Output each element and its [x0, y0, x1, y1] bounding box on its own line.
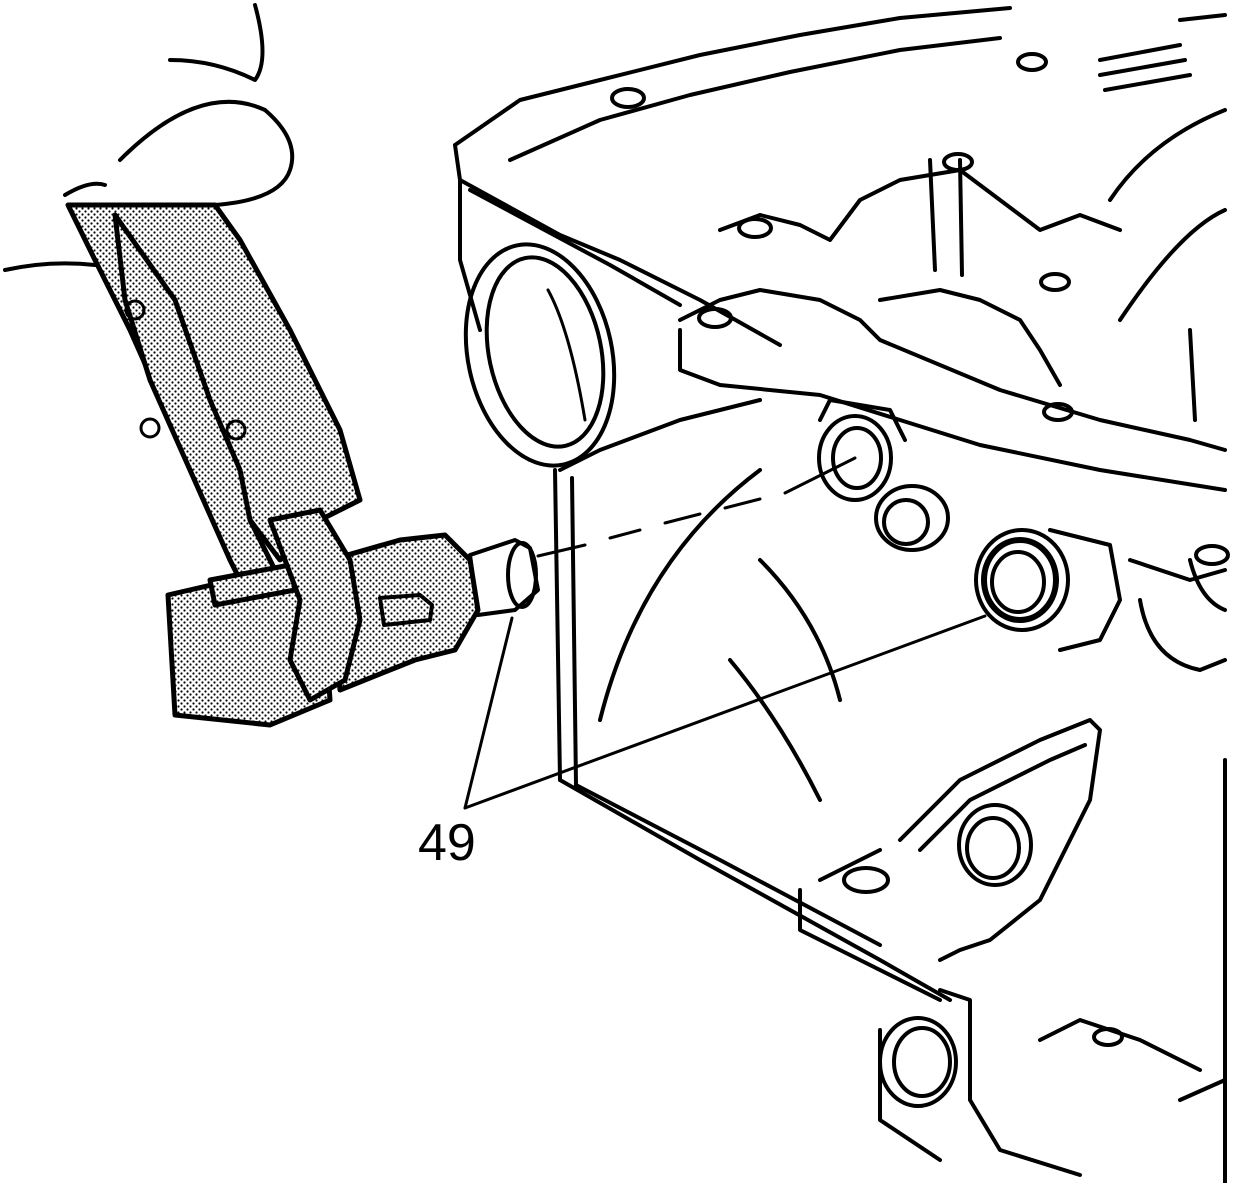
face-web-curve [558, 398, 762, 722]
front-face-left-edge [553, 468, 578, 787]
leader-lines [463, 456, 987, 810]
sensor-port-upper-outer [817, 414, 893, 502]
block-top-rim-inner [508, 36, 1002, 162]
deck-ribbing [1098, 13, 1227, 92]
face-rib-curve [728, 558, 842, 802]
right-flange [1128, 558, 1227, 672]
lower-ear-inner [918, 743, 1087, 852]
deck-pillar [928, 158, 964, 277]
leader-to-probe [463, 616, 514, 810]
upper-deck-frame [678, 288, 1227, 452]
block-front-upper-edge [458, 178, 682, 332]
small-boss-outer [874, 484, 950, 552]
alignment-line-upper [536, 456, 857, 558]
bottom-hole-right [1092, 1027, 1124, 1047]
hand-outline [3, 3, 295, 272]
deck-hole-5 [1039, 272, 1071, 292]
ear-lower-edge [798, 848, 942, 1002]
plier-jaw [267, 507, 363, 703]
rivet-1 [124, 299, 146, 321]
port-lower-boss [1048, 528, 1122, 652]
bottom-boss-inner [892, 1026, 952, 1098]
flange-hole-right [1194, 544, 1230, 566]
deck-hole-2 [737, 217, 773, 239]
sensor-port-lower-ring [981, 537, 1059, 623]
bottom-flange [878, 988, 1227, 1177]
deck-hole-1 [610, 87, 646, 109]
leader-to-port [463, 614, 987, 810]
bore-detail [546, 288, 587, 422]
deck-hole-6 [1042, 402, 1074, 422]
deck-right-curve [1108, 108, 1227, 422]
sensor-port-lower-inner [990, 550, 1046, 614]
deck-hole-7 [1016, 52, 1048, 72]
lower-ear [898, 718, 1102, 962]
deck-hole-3 [697, 307, 733, 329]
bore-inner [484, 255, 606, 449]
technician-hand [3, 3, 295, 272]
sensor-port-upper-inner [831, 426, 883, 490]
callout-49: 49 [418, 814, 476, 872]
bottom-boss-outer [878, 1016, 958, 1108]
upper-deck-frame-2 [678, 328, 1227, 492]
small-boss-inner [882, 498, 930, 546]
sensor-probe-end [506, 541, 538, 609]
rivet-2 [139, 417, 161, 439]
sensor-probe-tip [468, 538, 540, 617]
bore-outer [463, 242, 617, 468]
port-upper-boss [818, 398, 907, 442]
engine-block [453, 6, 1230, 1183]
sensor-tool-assembly [65, 202, 540, 728]
rivet-3 [225, 419, 247, 441]
ear-small-hole [842, 866, 890, 894]
ear-hole-outer [957, 803, 1033, 887]
sensor-pin [378, 593, 434, 627]
front-face-lower [558, 778, 952, 1002]
deck-hole-4 [942, 152, 974, 172]
deck-openings [718, 168, 1122, 387]
ear-hole-inner [965, 816, 1021, 880]
sensor-port-lower-outer [974, 528, 1070, 632]
